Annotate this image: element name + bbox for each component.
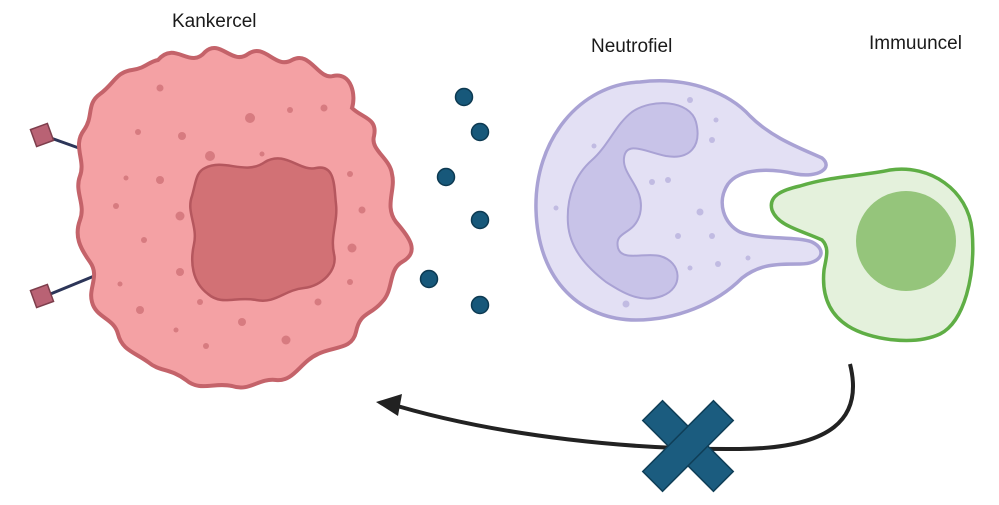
signal-molecule-icon	[470, 122, 490, 142]
neutrophil-nucleus	[566, 102, 699, 300]
arrow-icon	[381, 363, 856, 452]
signal-molecule-icon	[470, 210, 490, 230]
block-cross-icon	[641, 399, 735, 493]
immune-cell-label: Immuuncel	[869, 33, 962, 54]
cancer-cell	[29, 46, 414, 390]
neutrophil-granules	[553, 97, 751, 308]
immune-cell	[769, 167, 975, 343]
signal-molecule-icon	[419, 269, 439, 289]
immune-nucleus	[856, 191, 956, 291]
neutrophil-label: Neutrofiel	[591, 36, 673, 57]
neutrophil	[534, 79, 828, 322]
arrowhead	[376, 394, 402, 416]
cancer-cell-label: Kankercel	[172, 11, 257, 32]
cancer-nucleus	[189, 157, 338, 302]
signal-molecules	[419, 87, 490, 315]
signal-molecule-icon	[454, 87, 474, 107]
cancer-granules	[113, 84, 366, 349]
signal-molecule-icon	[436, 167, 456, 187]
signal-molecule-icon	[470, 295, 490, 315]
